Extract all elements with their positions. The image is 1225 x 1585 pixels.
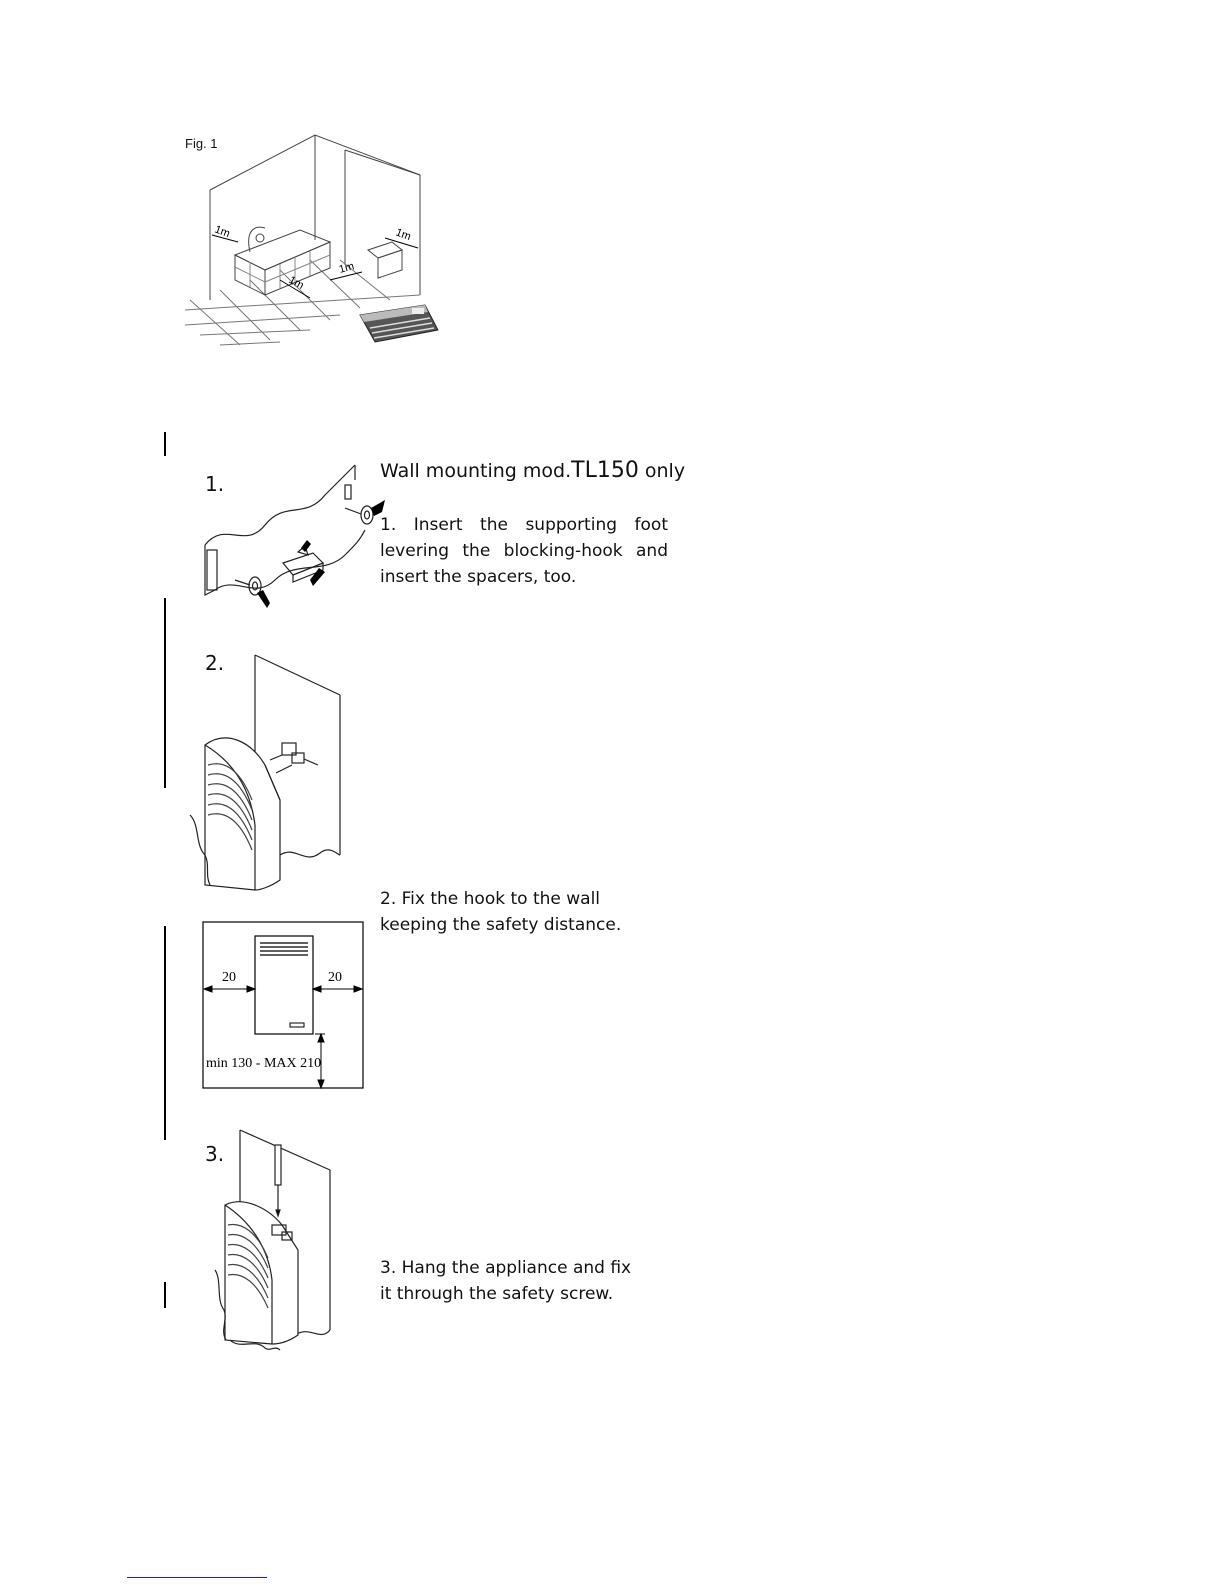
heater-photo	[360, 305, 438, 342]
change-bar	[164, 432, 166, 456]
change-bar	[164, 598, 166, 788]
step-3-text: 3. Hang the appliance and fix it through…	[380, 1255, 640, 1307]
heading-prefix: Wall mounting mod.	[380, 460, 571, 482]
left-gap-label: 20	[222, 970, 236, 985]
distance-label: 1m	[287, 274, 306, 292]
step-1-text: 1. Insert the supporting foot levering t…	[380, 512, 668, 590]
bathroom-safety-illustration: 1m 1m 1m 1m	[180, 130, 440, 355]
step-3-illustration	[210, 1130, 360, 1360]
distance-label: 1m	[213, 224, 231, 241]
change-bar	[164, 1282, 166, 1308]
safety-distance-diagram: 20 20 min 130 - MAX 210	[202, 921, 364, 1089]
step-2-illustration	[190, 655, 360, 895]
change-bar	[164, 926, 166, 1140]
heading-suffix: only	[639, 460, 685, 482]
height-range-label: min 130 - MAX 210	[206, 1056, 321, 1071]
model-number: TL150	[571, 458, 639, 483]
distance-label: 1m	[338, 260, 356, 276]
right-gap-label: 20	[328, 970, 342, 985]
footnote-separator	[127, 1577, 267, 1578]
section-heading: Wall mounting mod.TL150 only	[380, 458, 685, 483]
step-2-text: 2. Fix the hook to the wall keeping the …	[380, 886, 670, 938]
distance-label: 1m	[394, 227, 412, 244]
step-1-illustration	[195, 460, 380, 610]
